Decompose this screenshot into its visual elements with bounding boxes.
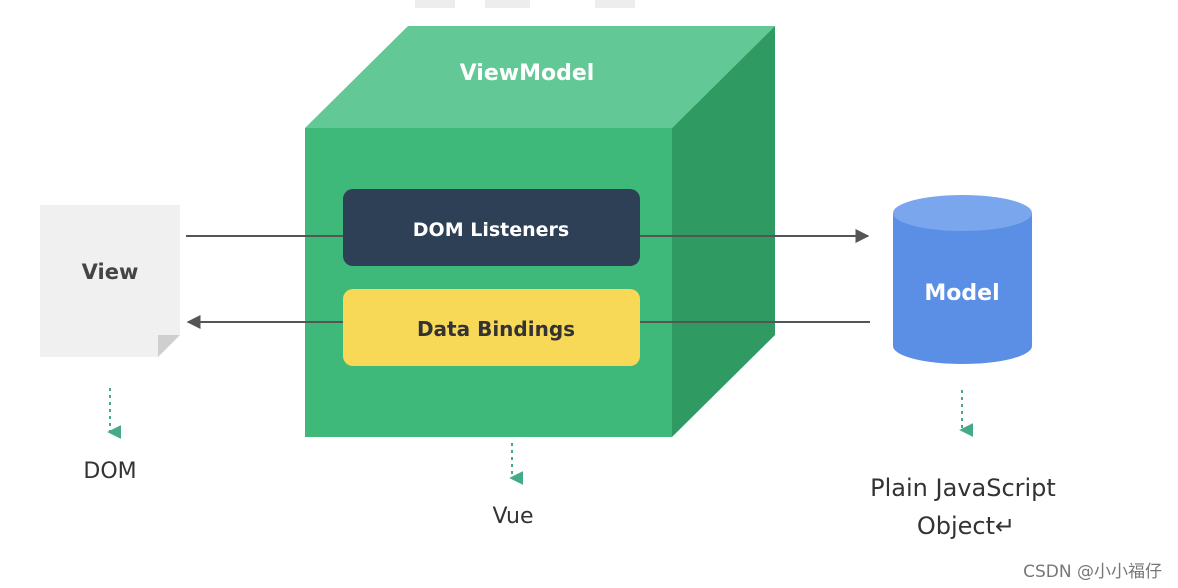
model-caption-line1: Plain JavaScript xyxy=(870,474,1056,502)
viewmodel-label: ViewModel xyxy=(460,61,595,86)
model-cylinder: Model xyxy=(893,195,1032,364)
model-cylinder-bottom xyxy=(893,328,1032,364)
model-label: Model xyxy=(924,281,999,306)
data-bindings-box: Data Bindings xyxy=(343,289,640,366)
model-caption-line2: Object↵ xyxy=(917,512,1015,540)
cube-front-face xyxy=(305,128,672,437)
dom-listeners-box: DOM Listeners xyxy=(343,189,640,266)
top-faded-marks xyxy=(415,0,635,8)
dom-listeners-rect xyxy=(343,189,640,266)
dom-listeners-label: DOM Listeners xyxy=(413,219,569,241)
data-bindings-label: Data Bindings xyxy=(417,317,575,341)
view-document: View xyxy=(40,205,180,357)
view-page-shape xyxy=(40,205,180,357)
cube-side-face xyxy=(672,26,775,437)
model-cylinder-top xyxy=(893,195,1032,231)
view-page-fold xyxy=(158,335,180,357)
viewmodel-cube: ViewModel xyxy=(305,26,775,437)
view-label: View xyxy=(82,260,139,284)
cube-top-face xyxy=(305,26,775,128)
vue-caption: Vue xyxy=(492,504,533,529)
watermark: CSDN @小小福仔 xyxy=(1023,562,1162,582)
data-bindings-rect xyxy=(343,289,640,366)
dom-caption: DOM xyxy=(83,459,136,484)
model-cylinder-body xyxy=(893,213,1032,346)
